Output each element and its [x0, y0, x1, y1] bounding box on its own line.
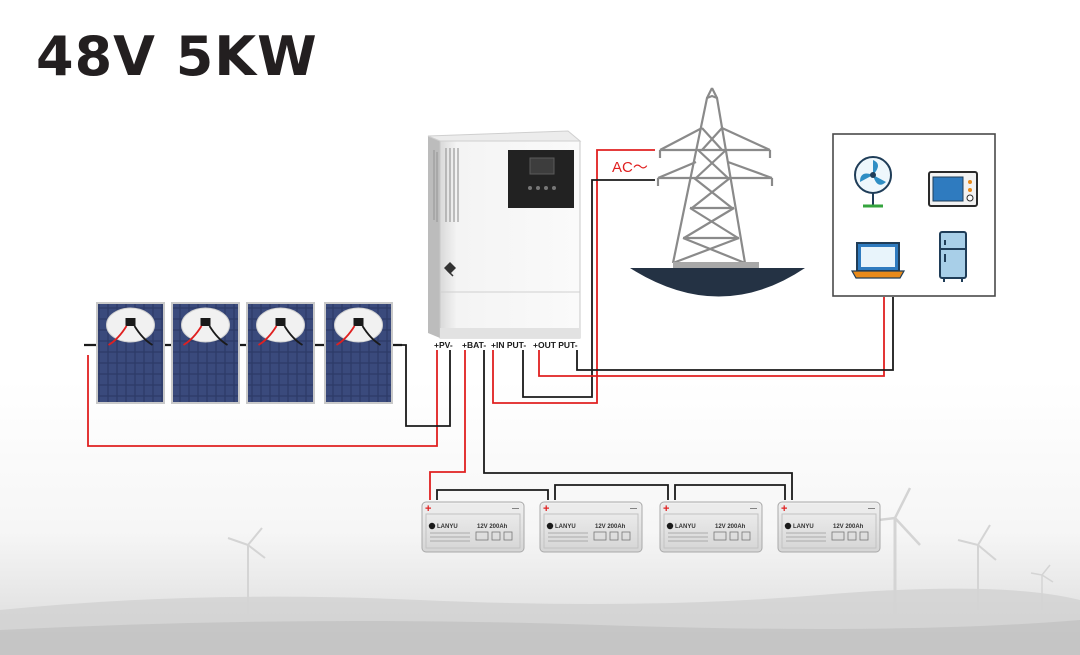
output-positive-wire	[538, 297, 885, 377]
lcd-screen	[529, 157, 555, 175]
recycle-icon	[491, 531, 501, 541]
solar-panel-icon	[246, 302, 315, 404]
battery-positive-terminal: +	[543, 503, 549, 515]
pv-positive-wire	[87, 350, 438, 447]
battery-brand: LANYU	[555, 524, 576, 530]
inverter	[427, 130, 582, 339]
battery-brand: LANYU	[437, 524, 458, 530]
brand-logo-icon	[546, 522, 554, 530]
battery-positive-terminal: +	[663, 503, 669, 515]
recycle-icon	[847, 531, 857, 541]
bin-icon	[741, 531, 751, 541]
battery-icon: + — LANYU 12V 200Ah	[659, 501, 763, 553]
inverter-vent	[433, 148, 459, 222]
bin-icon	[503, 531, 513, 541]
solar-panel-icon	[171, 302, 240, 404]
tower-ground-strip	[673, 262, 759, 268]
wind-turbine-icon	[227, 527, 266, 615]
solar-panel-icon	[96, 302, 165, 404]
port-labels: +PV- +BAT- +IN PUT- +OUT PUT-	[434, 340, 578, 350]
brand-logo-icon	[666, 522, 674, 530]
battery-positive-wire	[429, 350, 466, 500]
solar-array	[96, 302, 393, 404]
recycle-icon	[609, 531, 619, 541]
fan-icon	[854, 156, 892, 208]
laptop-icon	[850, 242, 906, 279]
battery-brand: LANYU	[675, 524, 696, 530]
loads-box	[832, 133, 996, 297]
background-landscape	[0, 380, 1080, 655]
ce-mark-icon	[831, 531, 845, 541]
bin-icon	[859, 531, 869, 541]
battery-spec: 12V 200Ah	[833, 524, 864, 530]
brand-logo-icon	[784, 522, 792, 530]
battery-icon: + — LANYU 12V 200Ah	[777, 501, 881, 553]
grid-input-negative-wire	[522, 179, 655, 398]
battery-positive-terminal: +	[425, 503, 431, 515]
wind-turbine-icon	[957, 524, 997, 610]
input-port-label: +IN PUT-	[491, 340, 526, 350]
output-negative-wire	[576, 297, 894, 371]
battery-icon: + — LANYU 12V 200Ah	[539, 501, 643, 553]
battery-negative-terminal: —	[868, 505, 875, 512]
ce-mark-icon	[475, 531, 489, 541]
battery-port-label: +BAT-	[462, 340, 486, 350]
page-title: 48V 5KW	[36, 25, 318, 88]
recycle-icon	[729, 531, 739, 541]
battery-spec: 12V 200Ah	[477, 524, 508, 530]
wind-turbine-icon	[1030, 564, 1054, 610]
fridge-icon	[939, 231, 967, 282]
wind-turbines	[227, 487, 1054, 615]
ac-grid-label: AC～	[612, 159, 648, 176]
inverter-logo	[444, 262, 456, 277]
battery-negative-terminal: —	[750, 505, 757, 512]
battery-negative-terminal: —	[512, 505, 519, 512]
ce-mark-icon	[593, 531, 607, 541]
pv-negative-wire	[402, 344, 451, 427]
ground-dome	[630, 268, 805, 297]
ce-mark-icon	[713, 531, 727, 541]
bin-icon	[621, 531, 631, 541]
microwave-icon	[928, 171, 978, 207]
battery-spec: 12V 200Ah	[715, 524, 746, 530]
battery-bank: + — LANYU 12V 200Ah + — LANYU 12V 200Ah + — LANYU 1…	[421, 501, 881, 553]
battery-positive-terminal: +	[781, 503, 787, 515]
transmission-tower-icon	[656, 87, 774, 265]
battery-icon: + — LANYU 12V 200Ah	[421, 501, 525, 553]
battery-brand: LANYU	[793, 524, 814, 530]
brand-logo-icon	[428, 522, 436, 530]
output-port-label: +OUT PUT-	[533, 340, 578, 350]
solar-panel-icon	[324, 302, 393, 404]
grid-input-positive-wire	[492, 149, 655, 404]
battery-negative-terminal: —	[630, 505, 637, 512]
pv-port-label: +PV-	[434, 340, 453, 350]
battery-negative-wire	[483, 350, 793, 500]
battery-spec: 12V 200Ah	[595, 524, 626, 530]
